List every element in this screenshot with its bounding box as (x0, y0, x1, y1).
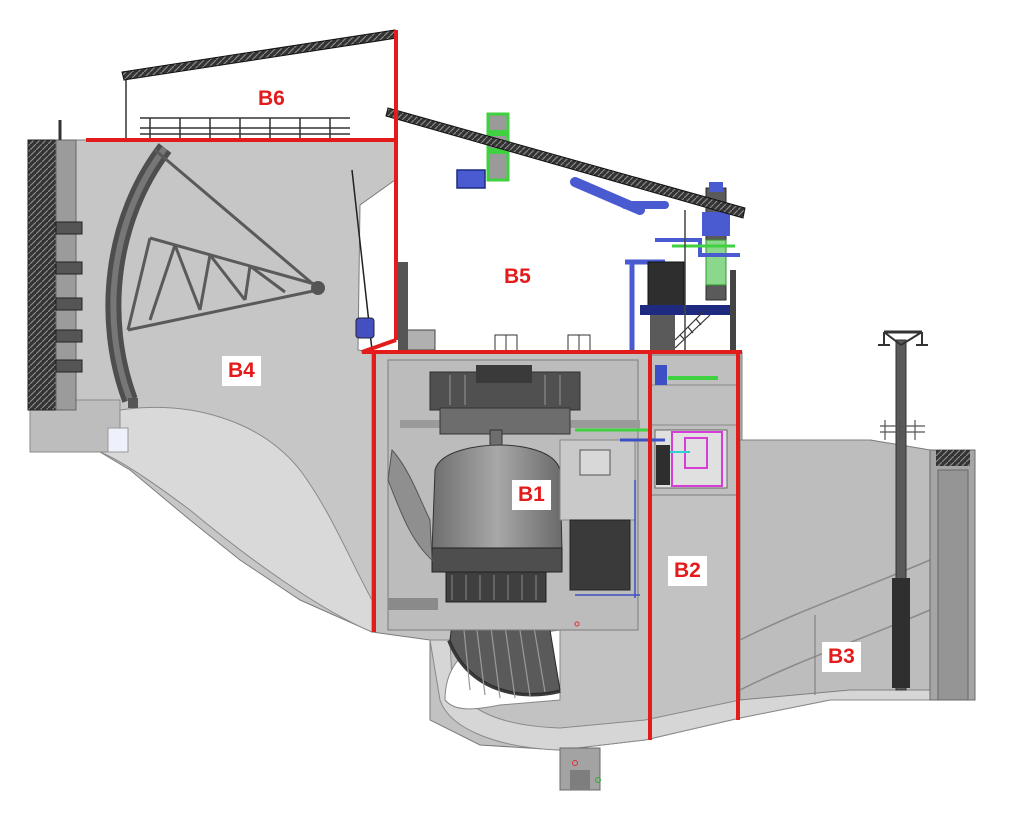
zone-boundaries (86, 30, 742, 740)
stoplog-niches (55, 221, 83, 373)
upper-equipment (398, 112, 740, 352)
intake-structure (27, 78, 396, 633)
zone-label-b4: B4 (222, 356, 261, 386)
generator-unit (387, 359, 640, 631)
gate-arm-truss (126, 148, 321, 332)
tailrace-gantry (878, 330, 928, 691)
zone-label-b2: B2 (668, 556, 707, 586)
zone-label-b6: B6 (258, 87, 285, 110)
roof-beams (121, 29, 746, 219)
zone-label-b1: B1 (512, 480, 551, 510)
deck-railing (140, 117, 350, 140)
zone-label-b5: B5 (504, 265, 531, 288)
auxiliary-bay (575, 354, 741, 496)
zone-label-b3: B3 (822, 642, 861, 672)
